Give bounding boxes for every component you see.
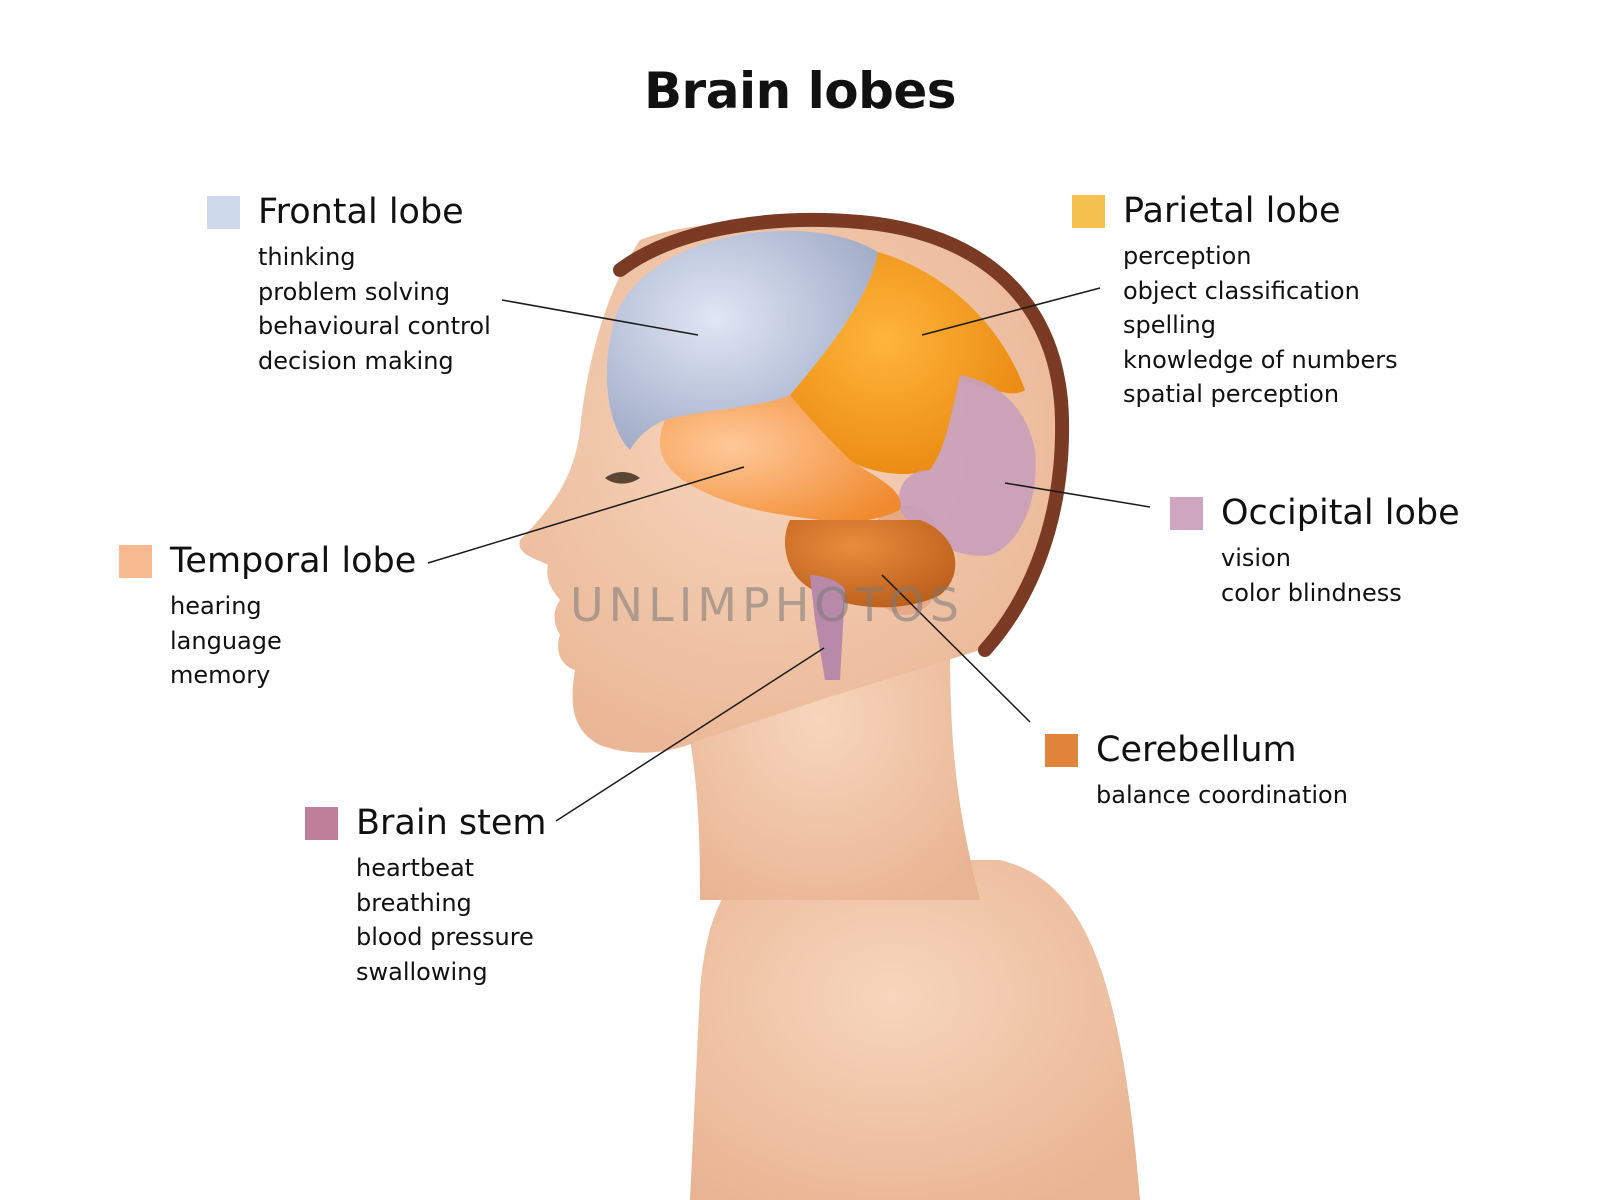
cerebellum-functions: balance coordination xyxy=(1045,778,1348,813)
brain-stem-swatch xyxy=(305,806,338,840)
leader-cerebellum xyxy=(881,574,1031,723)
function-item: knowledge of numbers xyxy=(1123,345,1398,374)
function-item: decision making xyxy=(258,346,454,375)
function-item: behavioural control xyxy=(258,312,491,340)
temporal-lobe-swatch xyxy=(119,544,152,578)
occipital-lobe-name: Occipital lobe xyxy=(1221,493,1460,533)
brain-stem-name: Brain stem xyxy=(356,803,547,843)
brain-stem-functions: heartbeat breathing blood pressure swall… xyxy=(305,851,546,989)
leader-temporal xyxy=(427,466,745,564)
occipital-lobe-region xyxy=(898,375,1036,556)
frontal-lobe-region xyxy=(606,230,878,450)
watermark: UNLIMPHOTOS xyxy=(570,578,965,632)
label-cerebellum: Cerebellum balance coordination xyxy=(1045,728,1348,813)
function-item: vision xyxy=(1221,544,1291,572)
eye xyxy=(605,472,640,484)
function-item: object classification xyxy=(1123,276,1360,305)
temporal-lobe-functions: hearing language memory xyxy=(119,589,416,693)
label-temporal-lobe: Temporal lobe hearing language memory xyxy=(119,539,416,693)
function-item: thinking xyxy=(258,243,356,271)
function-item: swallowing xyxy=(356,957,488,986)
body-shoulders xyxy=(690,860,1140,1200)
occipital-lobe-swatch xyxy=(1170,496,1203,530)
function-item: heartbeat xyxy=(356,854,475,882)
occipital-lobe-functions: vision color blindness xyxy=(1170,541,1460,610)
function-item: problem solving xyxy=(258,277,451,306)
function-item: breathing xyxy=(356,888,472,917)
function-item: color blindness xyxy=(1221,578,1402,607)
leader-parietal xyxy=(921,287,1101,336)
leader-frontal xyxy=(501,299,699,336)
diagram-title: Brain lobes xyxy=(643,62,957,120)
frontal-lobe-swatch xyxy=(207,195,240,229)
hair xyxy=(613,212,1070,657)
label-brain-stem: Brain stem heartbeat breathing blood pre… xyxy=(305,801,546,989)
label-occipital-lobe: Occipital lobe vision color blindness xyxy=(1170,491,1460,610)
label-frontal-lobe: Frontal lobe thinking problem solving be… xyxy=(207,190,491,378)
function-item: language xyxy=(170,626,282,655)
frontal-lobe-functions: thinking problem solving behavioural con… xyxy=(207,240,491,378)
leader-brainstem xyxy=(555,647,825,822)
frontal-lobe-name: Frontal lobe xyxy=(258,192,464,232)
function-item: spelling xyxy=(1123,311,1216,339)
temporal-lobe-region xyxy=(659,395,901,522)
parietal-lobe-region xyxy=(790,252,1025,475)
cerebellum-name: Cerebellum xyxy=(1096,730,1297,770)
function-item: blood pressure xyxy=(356,923,534,951)
function-item: perception xyxy=(1123,242,1252,270)
function-item: memory xyxy=(170,661,271,689)
brain-stem-region xyxy=(810,575,845,680)
parietal-lobe-functions: perception object classification spellin… xyxy=(1072,239,1398,412)
label-parietal-lobe: Parietal lobe perception object classifi… xyxy=(1072,189,1398,412)
function-item: hearing xyxy=(170,592,262,620)
temporal-lobe-name: Temporal lobe xyxy=(170,541,417,581)
function-item: spatial perception xyxy=(1123,380,1340,408)
leader-occipital xyxy=(1004,482,1151,508)
parietal-lobe-swatch xyxy=(1072,194,1105,228)
cerebellum-swatch xyxy=(1045,733,1078,767)
function-item: balance coordination xyxy=(1096,781,1348,809)
leader-lines xyxy=(427,287,1151,822)
parietal-lobe-name: Parietal lobe xyxy=(1123,191,1341,231)
